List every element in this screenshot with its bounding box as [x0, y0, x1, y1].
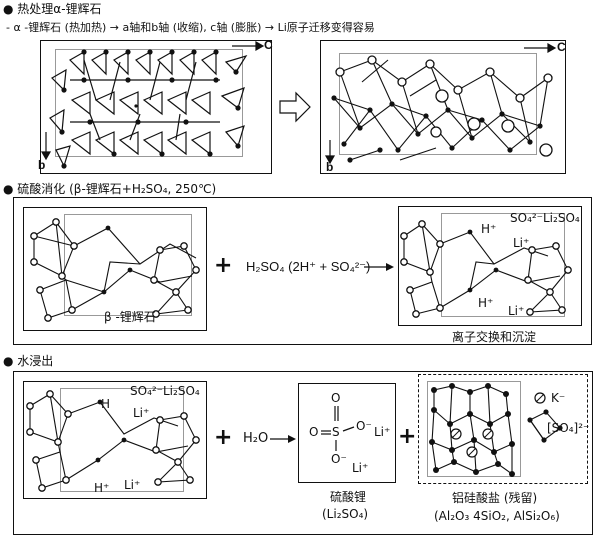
- aluminosilicate-formula: (Al₂O₃ 4SiO₂, AlSi₂O₆): [434, 509, 560, 523]
- residue-so4-label: [SO₄]²⁻: [547, 421, 589, 435]
- aluminosilicate-caption: 铝硅酸盐 (残留): [452, 489, 537, 506]
- residue-k-label: K⁻: [551, 391, 565, 405]
